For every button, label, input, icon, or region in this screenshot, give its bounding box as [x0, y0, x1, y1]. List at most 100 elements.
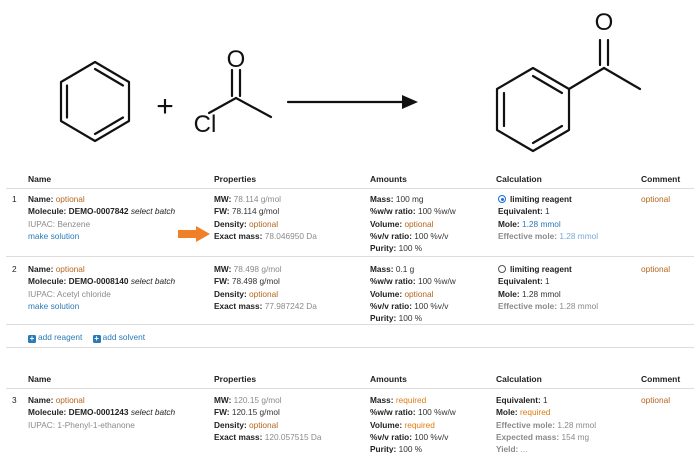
select-batch-link[interactable]: select batch	[130, 407, 176, 418]
vv-ratio-input[interactable]: 100 %v/v	[414, 230, 449, 241]
equivalent-input[interactable]: 1	[545, 206, 550, 217]
volume-input[interactable]: required	[404, 419, 435, 430]
limiting-reagent-radio[interactable]	[498, 265, 506, 273]
header-amounts: Amounts	[370, 374, 407, 384]
name-input[interactable]: optional	[55, 194, 85, 204]
mass-input[interactable]: 0.1 g	[395, 264, 415, 274]
fw-label: FW:	[214, 407, 230, 418]
iupac-value: Acetyl chloride	[56, 288, 111, 299]
fw-input[interactable]: 78.498 g/mol	[231, 276, 280, 287]
volume-input[interactable]: optional	[404, 218, 434, 229]
fw-input[interactable]: 120.15 g/mol	[231, 407, 280, 418]
add-solvent-button[interactable]: +add solvent	[92, 332, 146, 343]
ww-ratio-input[interactable]: 100 %w/w	[417, 407, 456, 418]
mw-label: MW:	[214, 264, 232, 274]
name-input[interactable]: optional	[55, 395, 85, 405]
exact-mass-label: Exact mass:	[214, 300, 263, 311]
row-divider	[6, 324, 694, 325]
name-input[interactable]: optional	[55, 264, 85, 274]
header-amounts: Amounts	[370, 174, 407, 184]
mass-label: Mass:	[370, 194, 394, 204]
mole-input[interactable]: 1.28 mmol	[521, 218, 561, 229]
acetophenone-structure	[495, 38, 642, 153]
mass-label: Mass:	[370, 395, 394, 405]
equivalent-label: Equivalent:	[498, 276, 543, 287]
vv-ratio-label: %v/v ratio:	[370, 300, 412, 311]
mass-input[interactable]: required	[395, 395, 427, 405]
exact-mass-label: Exact mass:	[214, 431, 263, 442]
limiting-reagent-label[interactable]: limiting reagent	[510, 194, 572, 204]
add-reagent-button[interactable]: +add reagent	[28, 332, 83, 343]
mw-label: MW:	[214, 194, 232, 204]
select-batch-link[interactable]: select batch	[130, 206, 176, 217]
mw-value: 78.114 g/mol	[233, 194, 282, 204]
equivalent-label: Equivalent:	[498, 206, 543, 217]
add-reagent-label[interactable]: add reagent	[38, 332, 83, 342]
iupac-label: IUPAC:	[28, 419, 56, 430]
mole-input[interactable]: required	[519, 407, 551, 418]
add-actions: +add reagent +add solvent	[28, 332, 153, 343]
mw-value: 78.498 g/mol	[233, 264, 282, 274]
header-properties: Properties	[214, 374, 257, 384]
density-input[interactable]: optional	[249, 218, 279, 229]
purity-input[interactable]: 100 %	[398, 313, 423, 324]
row2-name-cell: Name: optional Molecule: DEMO-0008140 se…	[28, 263, 175, 312]
expected-mass-label: Expected mass:	[496, 431, 560, 442]
make-solution-link[interactable]: make solution	[28, 230, 80, 241]
limiting-reagent-label[interactable]: limiting reagent	[510, 264, 572, 274]
purity-input[interactable]: 100 %	[398, 243, 423, 254]
atom-oxygen-product: O	[595, 9, 614, 36]
header-comment: Comment	[641, 174, 681, 184]
equivalent-input[interactable]: 1	[543, 395, 548, 405]
header-divider	[6, 188, 694, 189]
vv-ratio-input[interactable]: 100 %v/v	[414, 300, 449, 311]
equivalent-input[interactable]: 1	[545, 276, 550, 287]
density-input[interactable]: optional	[249, 419, 279, 430]
ww-ratio-label: %w/w ratio:	[370, 276, 416, 287]
molecule-id[interactable]: DEMO-0008140	[68, 276, 129, 287]
header-divider	[6, 388, 694, 389]
row3-name-cell: Name: optional Molecule: DEMO-0001243 se…	[28, 394, 175, 431]
mole-input[interactable]: 1.28 mmol	[521, 288, 561, 299]
mass-input[interactable]: 100 mg	[395, 194, 424, 204]
iupac-label: IUPAC:	[28, 288, 56, 299]
mole-label: Mole:	[498, 288, 520, 299]
expected-mass-value: 154 mg	[561, 431, 590, 442]
ww-ratio-input[interactable]: 100 %w/w	[417, 276, 456, 287]
equivalent-label: Equivalent:	[496, 395, 541, 405]
row-number: 3	[12, 395, 17, 405]
make-solution-link[interactable]: make solution	[28, 300, 80, 311]
vv-ratio-input[interactable]: 100 %v/v	[414, 431, 449, 442]
row2-comment-input[interactable]: optional	[641, 264, 671, 274]
volume-input[interactable]: optional	[404, 288, 434, 299]
header-name: Name	[28, 374, 52, 384]
purity-input[interactable]: 100 %	[398, 444, 423, 453]
fw-input[interactable]: 78.114 g/mol	[231, 206, 280, 217]
density-input[interactable]: optional	[249, 288, 279, 299]
row1-comment-input[interactable]: optional	[641, 194, 671, 204]
ww-ratio-input[interactable]: 100 %w/w	[417, 206, 456, 217]
header-name: Name	[28, 174, 52, 184]
name-label: Name:	[28, 194, 54, 204]
row2-amounts-cell: Mass: 0.1 g %w/w ratio: 100 %w/w Volume:…	[370, 263, 456, 324]
fw-label: FW:	[214, 276, 230, 287]
add-solvent-label[interactable]: add solvent	[102, 332, 146, 342]
purity-label: Purity:	[370, 243, 397, 254]
molecule-id[interactable]: DEMO-0007842	[68, 206, 129, 217]
ww-ratio-label: %w/w ratio:	[370, 206, 416, 217]
iupac-label: IUPAC:	[28, 218, 56, 229]
effective-mole-label: Effective mole:	[498, 300, 558, 311]
atom-chlorine: Cl	[194, 111, 217, 138]
plus-square-icon: +	[28, 334, 36, 343]
reaction-scheme: + O Cl O	[59, 9, 642, 153]
limiting-reagent-radio[interactable]	[498, 195, 506, 203]
molecule-id[interactable]: DEMO-0001243	[68, 407, 129, 418]
mass-label: Mass:	[370, 264, 394, 274]
row3-comment-input[interactable]: optional	[641, 395, 671, 405]
row1-calculation-cell: limiting reagent Equivalent: 1 Mole: 1.2…	[498, 193, 598, 242]
row1-amounts-cell: Mass: 100 mg %w/w ratio: 100 %w/w Volume…	[370, 193, 456, 254]
header-properties: Properties	[214, 174, 257, 184]
fw-label: FW:	[214, 206, 230, 217]
purity-label: Purity:	[370, 313, 397, 324]
select-batch-link[interactable]: select batch	[130, 276, 176, 287]
